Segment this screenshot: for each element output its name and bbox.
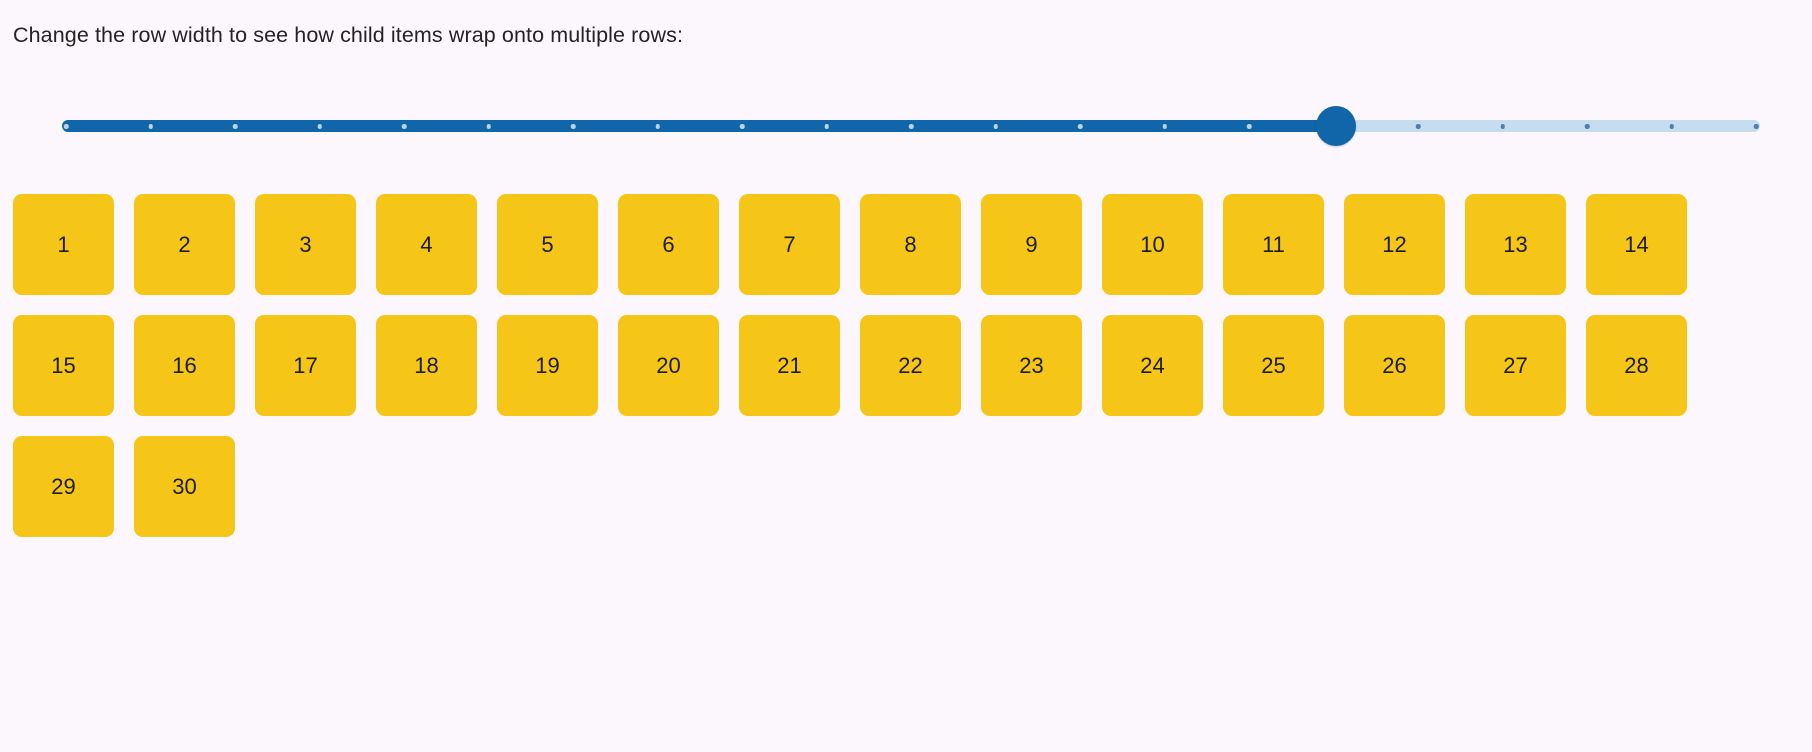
wrap-item: 3: [255, 194, 356, 295]
wrap-item: 27: [1465, 315, 1566, 416]
wrap-item: 23: [981, 315, 1082, 416]
wrap-item: 5: [497, 194, 598, 295]
slider-tick: [1077, 124, 1083, 129]
slider-tick: [232, 124, 238, 129]
wrap-item: 28: [1586, 315, 1687, 416]
slider-tick: [1669, 124, 1674, 129]
wrap-item: 9: [981, 194, 1082, 295]
wrap-item: 13: [1465, 194, 1566, 295]
slider-tick: [1584, 124, 1590, 129]
slider-tick: [655, 124, 660, 129]
wrap-item: 21: [739, 315, 840, 416]
slider-thumb[interactable]: [1315, 106, 1356, 146]
slider-tick: [824, 124, 829, 129]
wrap-item: 16: [134, 315, 235, 416]
page-instruction: Change the row width to see how child it…: [13, 23, 684, 47]
slider-tick: [570, 124, 576, 129]
wrap-item: 6: [618, 194, 719, 295]
wrap-item: 10: [1102, 194, 1203, 295]
slider-tick: [993, 124, 998, 129]
wrap-item: 29: [13, 436, 114, 537]
slider-tick: [1500, 124, 1505, 129]
slider-tick-marks: [62, 120, 1760, 132]
wrap-item: 25: [1223, 315, 1324, 416]
wrap-item: 12: [1344, 194, 1445, 295]
slider-filled-track: [62, 120, 1336, 132]
row-width-slider[interactable]: [62, 105, 1760, 147]
slider-tick: [1415, 124, 1421, 129]
wrap-item: 20: [618, 315, 719, 416]
slider-tick: [1753, 124, 1759, 129]
wrap-item: 26: [1344, 315, 1445, 416]
wrap-item: 8: [860, 194, 961, 295]
wrap-item: 30: [134, 436, 235, 537]
wrap-item: 1: [13, 194, 114, 295]
slider-tick: [63, 124, 69, 129]
slider-tick: [486, 124, 491, 129]
wrap-item: 14: [1586, 194, 1687, 295]
wrap-item: 18: [376, 315, 477, 416]
wrap-item: 15: [13, 315, 114, 416]
wrap-item: 19: [497, 315, 598, 416]
wrap-item: 4: [376, 194, 477, 295]
wrap-item: 24: [1102, 315, 1203, 416]
slider-tick: [1246, 124, 1252, 129]
wrap-item: 11: [1223, 194, 1324, 295]
slider-tick: [401, 124, 407, 129]
wrap-item: 17: [255, 315, 356, 416]
slider-tick: [739, 124, 745, 129]
slider-tick: [148, 124, 153, 129]
wrap-item: 7: [739, 194, 840, 295]
slider-tick: [1162, 124, 1167, 129]
slider-tick: [908, 124, 914, 129]
wrap-item: 2: [134, 194, 235, 295]
slider-tick: [317, 124, 322, 129]
wrap-item: 22: [860, 315, 961, 416]
